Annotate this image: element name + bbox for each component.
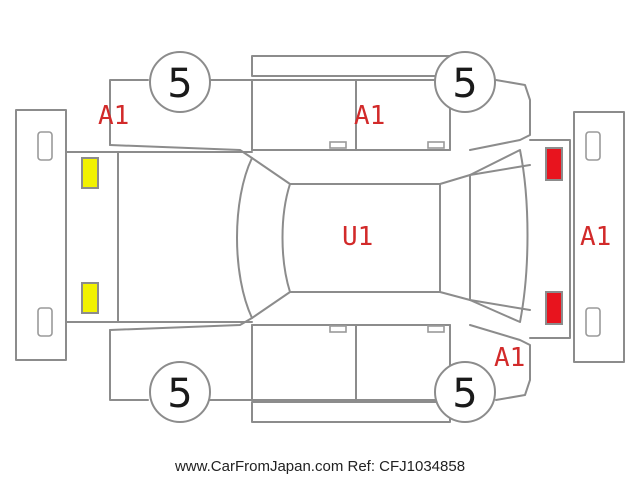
front-bumper xyxy=(15,109,67,361)
tire-rear-left: 5 xyxy=(149,361,211,423)
rear-lamp-bottom xyxy=(545,291,563,325)
mark-bottom-right-fender: A1 xyxy=(494,343,525,373)
tire-rear-right-grade: 5 xyxy=(452,371,477,417)
hood xyxy=(65,151,253,323)
tire-front-left: 5 xyxy=(149,51,211,113)
mark-left-top-fender: A1 xyxy=(98,101,129,131)
rear-lamp-top xyxy=(545,147,563,181)
tire-rear-right: 5 xyxy=(434,361,496,423)
mark-right-panel: A1 xyxy=(580,222,611,252)
front-lamp-bottom xyxy=(81,282,99,314)
cabin xyxy=(236,149,531,323)
tire-rear-left-grade: 5 xyxy=(167,371,192,417)
mark-roof: U1 xyxy=(342,222,373,252)
top-side-body xyxy=(109,55,531,159)
tire-front-right-grade: 5 xyxy=(452,61,477,107)
rear-panel xyxy=(529,139,571,339)
tire-front-left-grade: 5 xyxy=(167,61,192,107)
mark-top-door: A1 xyxy=(354,101,385,131)
rear-bumper xyxy=(573,111,625,363)
tire-front-right: 5 xyxy=(434,51,496,113)
footer-reference: www.CarFromJapan.com Ref: CFJ1034858 xyxy=(174,458,466,475)
front-lamp-top xyxy=(81,157,99,189)
